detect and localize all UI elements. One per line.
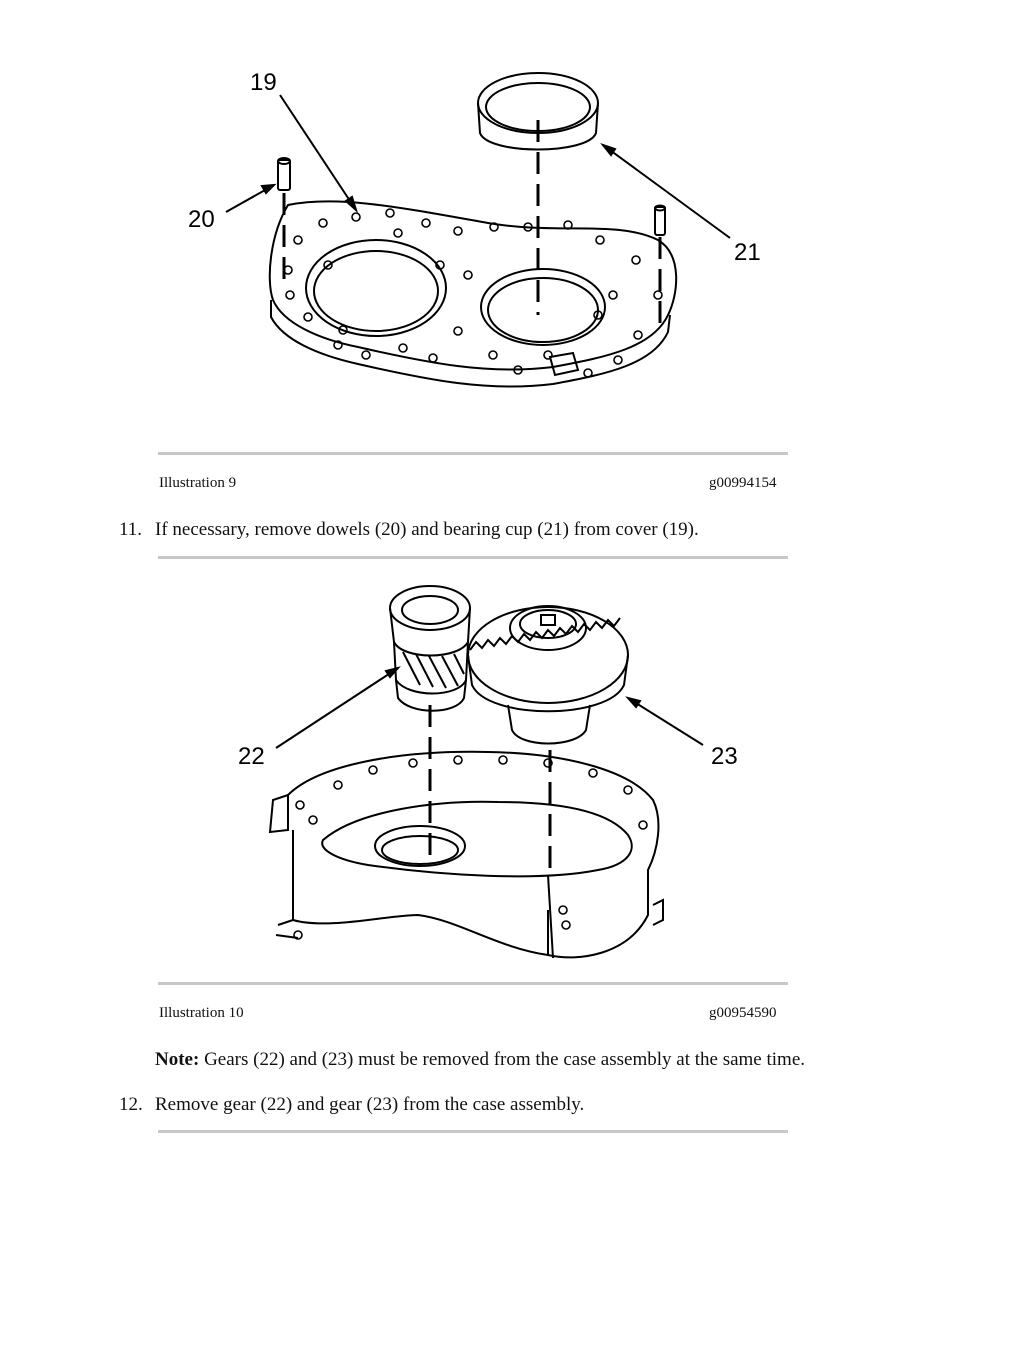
step-12-number: 12. [119, 1094, 143, 1115]
callout-21: 21 [734, 239, 761, 266]
illustration-9-top-rule [158, 452, 788, 455]
step-11-rule [158, 556, 788, 559]
illustration-9-caption: Illustration 9 [159, 475, 237, 491]
callout-23: 23 [711, 743, 738, 770]
cover-plate [268, 200, 678, 371]
illustration-10-top-rule [158, 982, 788, 985]
illustration-9-code: g00994154 [709, 475, 777, 491]
note-label: Note: [155, 1049, 200, 1070]
step-11-number: 11. [119, 519, 143, 540]
step-12-rule [158, 1130, 788, 1133]
step-12-text: Remove gear (22) and gear (23) from the … [155, 1094, 585, 1115]
illustration-9-drawing: 19 20 21 [188, 69, 761, 388]
note-text: Gears (22) and (23) must be removed from… [199, 1049, 806, 1070]
callout-20: 20 [188, 206, 215, 233]
illustration-10-drawing: 22 23 [238, 585, 738, 959]
callout-22: 22 [238, 743, 265, 770]
step-11-text: If necessary, remove dowels (20) and bea… [155, 519, 699, 540]
illustration-10-caption: Illustration 10 [159, 1005, 244, 1021]
callout-19: 19 [250, 69, 277, 96]
illustration-10-code: g00954590 [709, 1005, 777, 1021]
note: Note: Gears (22) and (23) must be remove… [155, 1049, 805, 1071]
